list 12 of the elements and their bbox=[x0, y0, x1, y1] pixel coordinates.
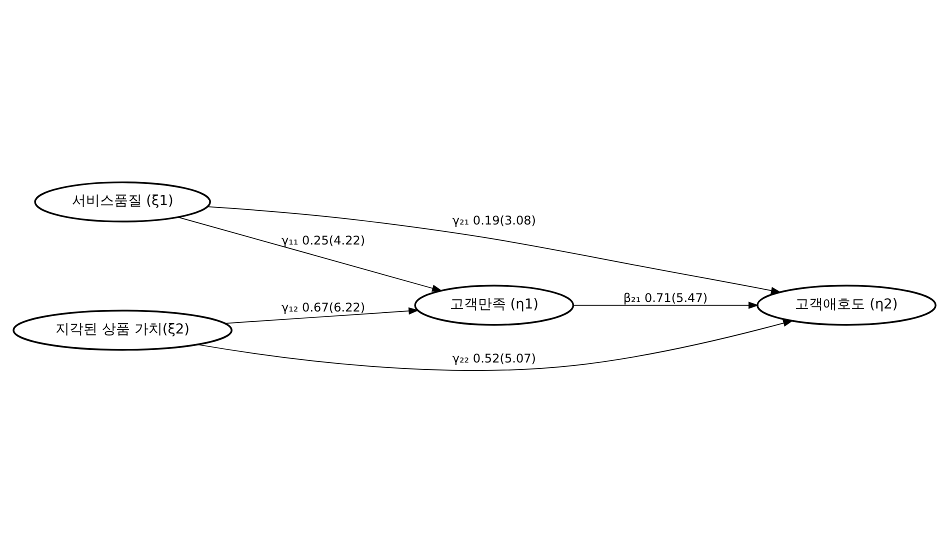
edge-label: γ₁₂ 0.67(6.22) bbox=[281, 300, 366, 314]
edge-label: γ₂₂ 0.52(5.07) bbox=[452, 350, 536, 365]
node-ellipse: 지각된 상품 가치(ξ2) bbox=[12, 309, 232, 350]
node-ellipse: 서비스품질 (ξ1) bbox=[34, 180, 211, 222]
arrow bbox=[573, 301, 759, 308]
arrow bbox=[196, 319, 794, 370]
edge-label: γ₂₁ 0.19(3.08) bbox=[452, 212, 536, 227]
arrow bbox=[224, 306, 419, 324]
arrow bbox=[178, 216, 442, 292]
edge-label: β₂₁ 0.71(5.47) bbox=[623, 290, 708, 304]
arrow bbox=[207, 206, 782, 294]
edge-label: γ₁₁ 0.25(4.22) bbox=[281, 232, 366, 247]
